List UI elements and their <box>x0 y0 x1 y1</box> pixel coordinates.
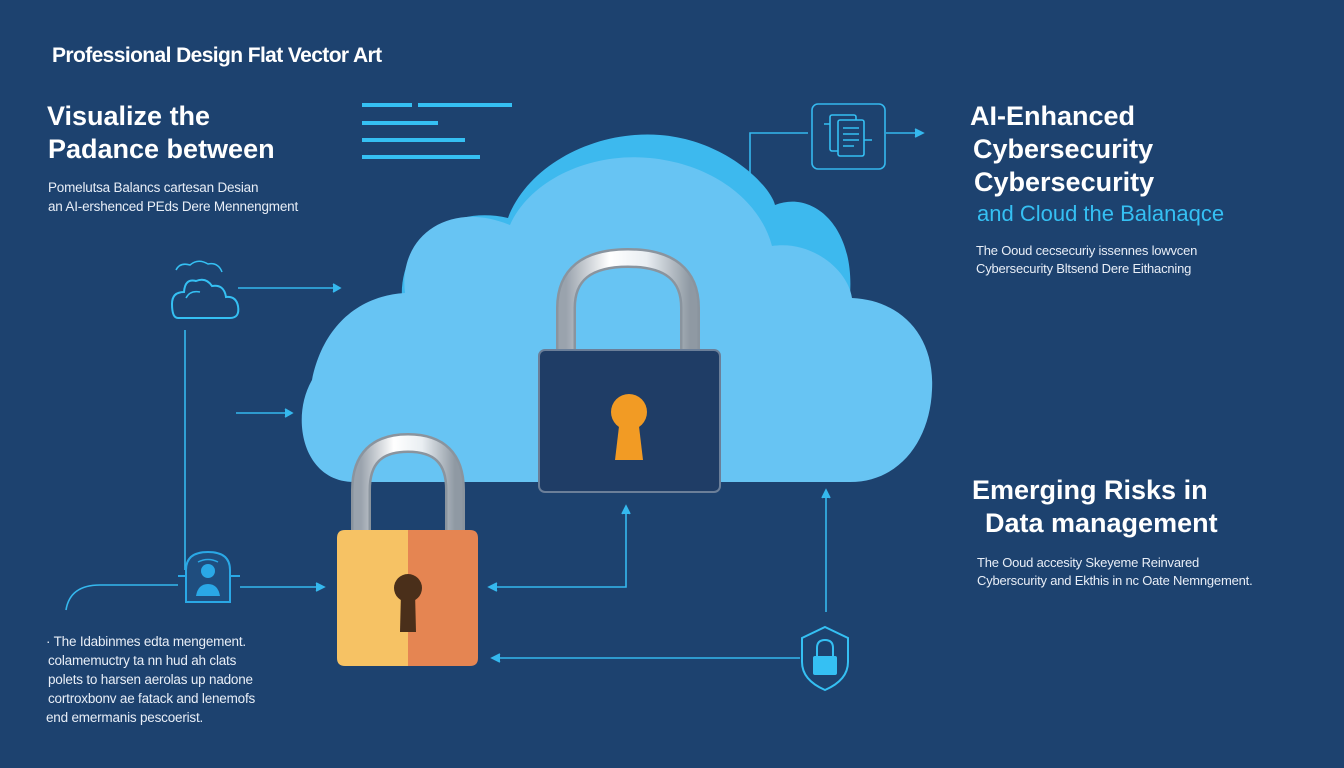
right-description-2-line1: The Ooud accesity Skeyeme Reinvared <box>977 555 1200 570</box>
cloud-icon <box>170 260 240 319</box>
page-title: Professional Design Flat Vector Art <box>52 44 382 67</box>
right-heading-2: Emerging Risks in Data management <box>972 474 1218 540</box>
bottom-description-line4: cortroxbonv ae fatack and lenemofs <box>48 691 256 706</box>
right-description-1: The Ooud cecsecuriy issennes lowvcen Cyb… <box>976 242 1197 278</box>
padlock-icon <box>538 247 721 493</box>
right-heading-1-subtitle: and Cloud the Balanaqce <box>977 201 1225 226</box>
connector-lines <box>65 128 925 663</box>
shield-lock-icon <box>801 625 849 692</box>
bottom-description-line2: colamemuctry ta nn hud ah clats <box>48 653 237 668</box>
right-heading-1-line1: AI-Enhanced <box>970 101 1136 131</box>
right-heading-1-line3: Cybersecurity <box>974 167 1155 197</box>
bottom-description: · The Idabinmes edta mengement. colamemu… <box>46 632 255 727</box>
right-description-1-line2: Cybersecurity Bltsend Dere Eithacning <box>976 261 1192 276</box>
document-icon <box>811 103 886 170</box>
left-description-line2: an AI-ershenced PEds Dere Mennengment <box>48 199 299 214</box>
right-heading-1-line2: Cybersecurity <box>973 134 1154 164</box>
left-description: Pomelutsa Balancs cartesan Desian an AI-… <box>48 178 298 216</box>
bottom-description-line3: polets to harsen aerolas up nadone <box>48 672 253 687</box>
padlock-icon <box>337 432 478 666</box>
cloud-graphic <box>301 134 933 483</box>
decorative-text-lines <box>362 103 512 159</box>
left-heading-line1: Visualize the <box>47 101 211 131</box>
right-heading-2-line1: Emerging Risks in <box>972 475 1208 505</box>
right-description-2-line2: Cyberscurity and Ekthis in nc Oate Nemng… <box>977 573 1253 588</box>
bottom-description-line1: · The Idabinmes edta mengement. <box>46 634 246 649</box>
right-heading-2-line2: Data management <box>985 508 1218 538</box>
user-shield-icon <box>178 550 240 603</box>
right-description-2: The Ooud accesity Skeyeme Reinvared Cybe… <box>977 554 1253 590</box>
right-heading-1: AI-Enhanced Cybersecurity Cybersecurity … <box>970 100 1224 229</box>
left-heading-line2: Padance between <box>48 134 275 164</box>
bottom-description-line5: end emermanis pescoerist. <box>46 710 204 725</box>
right-description-1-line1: The Ooud cecsecuriy issennes lowvcen <box>976 243 1198 258</box>
left-heading: Visualize the Padance between <box>47 100 275 166</box>
left-description-line1: Pomelutsa Balancs cartesan Desian <box>48 180 259 195</box>
